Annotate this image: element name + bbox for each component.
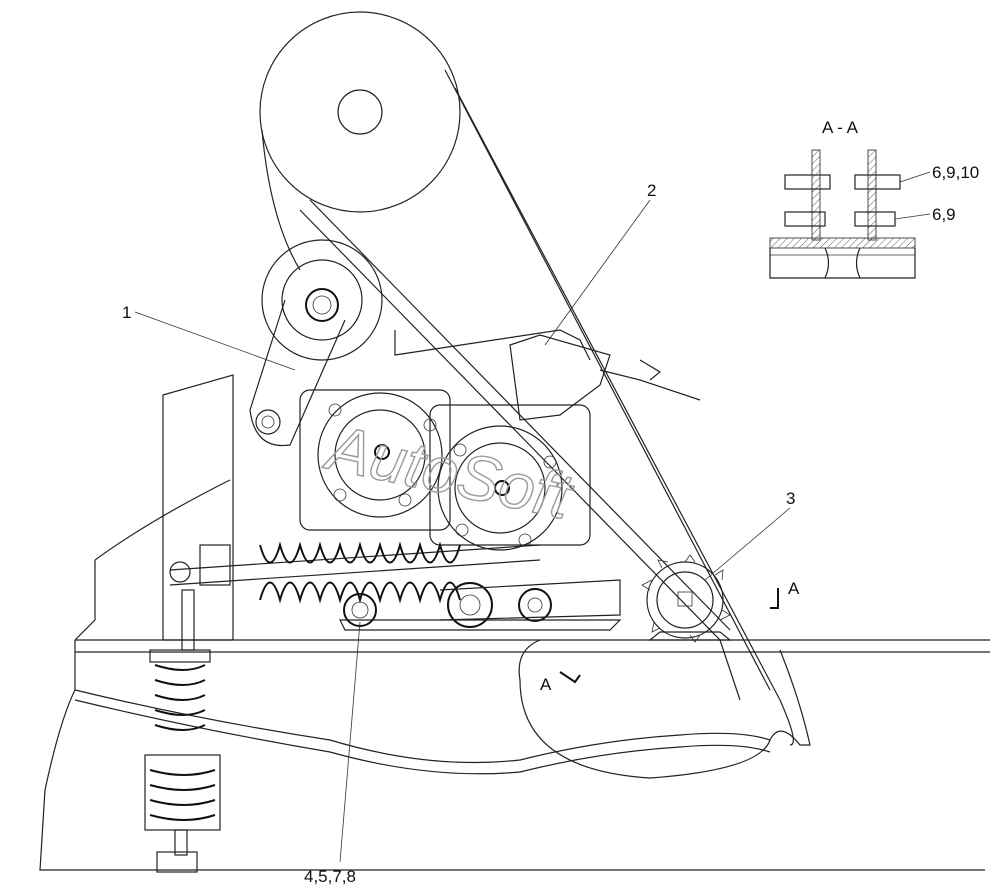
callout-3: 3 xyxy=(786,489,795,508)
callout-1: 1 xyxy=(122,303,131,322)
sprocket-icon xyxy=(641,554,732,643)
slider-rollers xyxy=(339,579,622,631)
section-marker-bottom: A xyxy=(540,675,552,694)
large-pulley-icon xyxy=(259,11,461,213)
frame-housing xyxy=(39,374,990,871)
vertical-damper xyxy=(144,589,221,873)
section-title: A - A xyxy=(822,118,859,137)
section-marker-right: A xyxy=(788,579,800,598)
callouts: 1 2 3 4,5,7,8 xyxy=(122,181,795,886)
callout-4-5-7-8: 4,5,7,8 xyxy=(304,867,356,886)
tension-arm xyxy=(249,239,383,447)
callout-2: 2 xyxy=(647,181,656,200)
belt-drive xyxy=(259,11,811,746)
drum xyxy=(518,639,771,779)
section-markers: A A xyxy=(540,579,800,694)
motor-housings xyxy=(299,329,701,551)
watermark: AutoSoft xyxy=(318,410,579,533)
callout-6-9: 6,9 xyxy=(932,205,956,224)
section-view-aa: A - A 6,9,10 6,9 xyxy=(769,118,979,279)
callout-6-9-10: 6,9,10 xyxy=(932,163,979,182)
coil-spring-icon xyxy=(169,541,541,604)
